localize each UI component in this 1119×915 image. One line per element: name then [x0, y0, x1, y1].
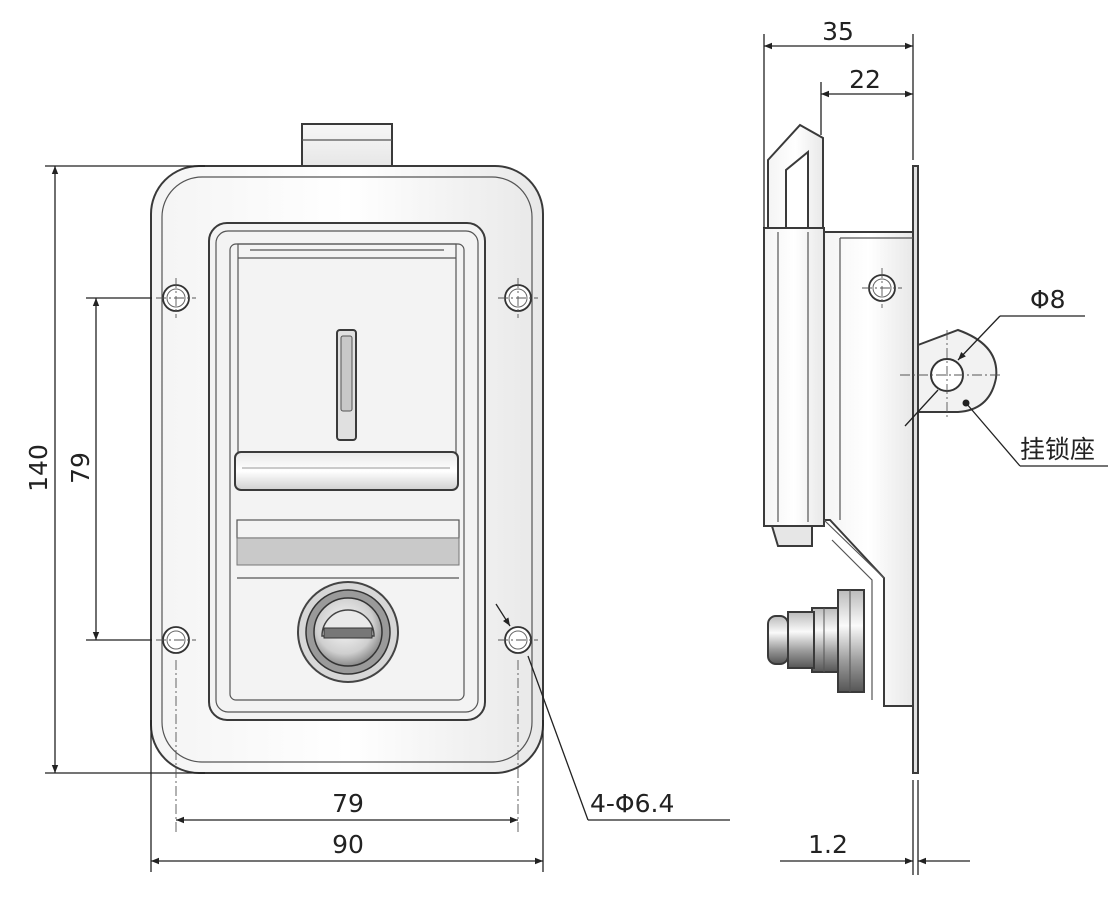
- dim-hole-vertical-label: 79: [66, 452, 95, 484]
- dim-depth-handle-label: 22: [849, 65, 881, 94]
- mounting-holes: [156, 278, 538, 654]
- handle-paddle: [234, 243, 459, 491]
- hole-callout-label: 4-Φ6.4: [590, 789, 674, 818]
- dim-height-total-label: 140: [24, 444, 53, 492]
- dim-depth-22: 22: [820, 65, 913, 135]
- dim-width-total-label: 90: [332, 830, 364, 859]
- dim-depth-35: 35: [763, 17, 914, 228]
- dim-height-140: 140: [24, 165, 205, 774]
- mounting-hole-tl: [156, 278, 196, 318]
- dim-hole-vertical-79: 79: [66, 297, 152, 641]
- hole-callout: 4-Φ6.4: [495, 603, 730, 821]
- dim-padlock-hole: Φ8: [904, 285, 1085, 427]
- lock-cylinder: [297, 581, 399, 683]
- side-pan: [823, 231, 914, 707]
- mounting-hole-bl: [156, 626, 196, 654]
- dim-hole-horizontal-79: 79: [175, 660, 519, 832]
- side-lock-cylinder: [767, 589, 865, 693]
- side-handle: [763, 123, 825, 547]
- mounting-hole-br: [498, 626, 538, 654]
- dim-hole-horizontal-label: 79: [332, 789, 364, 818]
- mounting-hole-tr: [498, 278, 538, 318]
- front-view: 140 79 79 90 4-Φ6.4: [24, 123, 730, 872]
- top-tab: [301, 123, 393, 169]
- dim-width-90: 90: [150, 720, 544, 872]
- dim-padlock-hole-label: Φ8: [1030, 285, 1066, 314]
- side-view: 35 22 Φ8 挂锁座 1.2: [763, 17, 1108, 875]
- grey-band: [236, 537, 460, 566]
- side-hole: [862, 268, 902, 308]
- padlock-seat: [900, 328, 1000, 420]
- dim-depth-total-label: 35: [822, 17, 854, 46]
- padlock-seat-label: 挂锁座: [1020, 435, 1095, 464]
- dim-thickness-1-2: 1.2: [780, 780, 970, 875]
- dim-plate-thickness-label: 1.2: [808, 830, 848, 859]
- padlock-seat-callout: 挂锁座: [962, 399, 1108, 467]
